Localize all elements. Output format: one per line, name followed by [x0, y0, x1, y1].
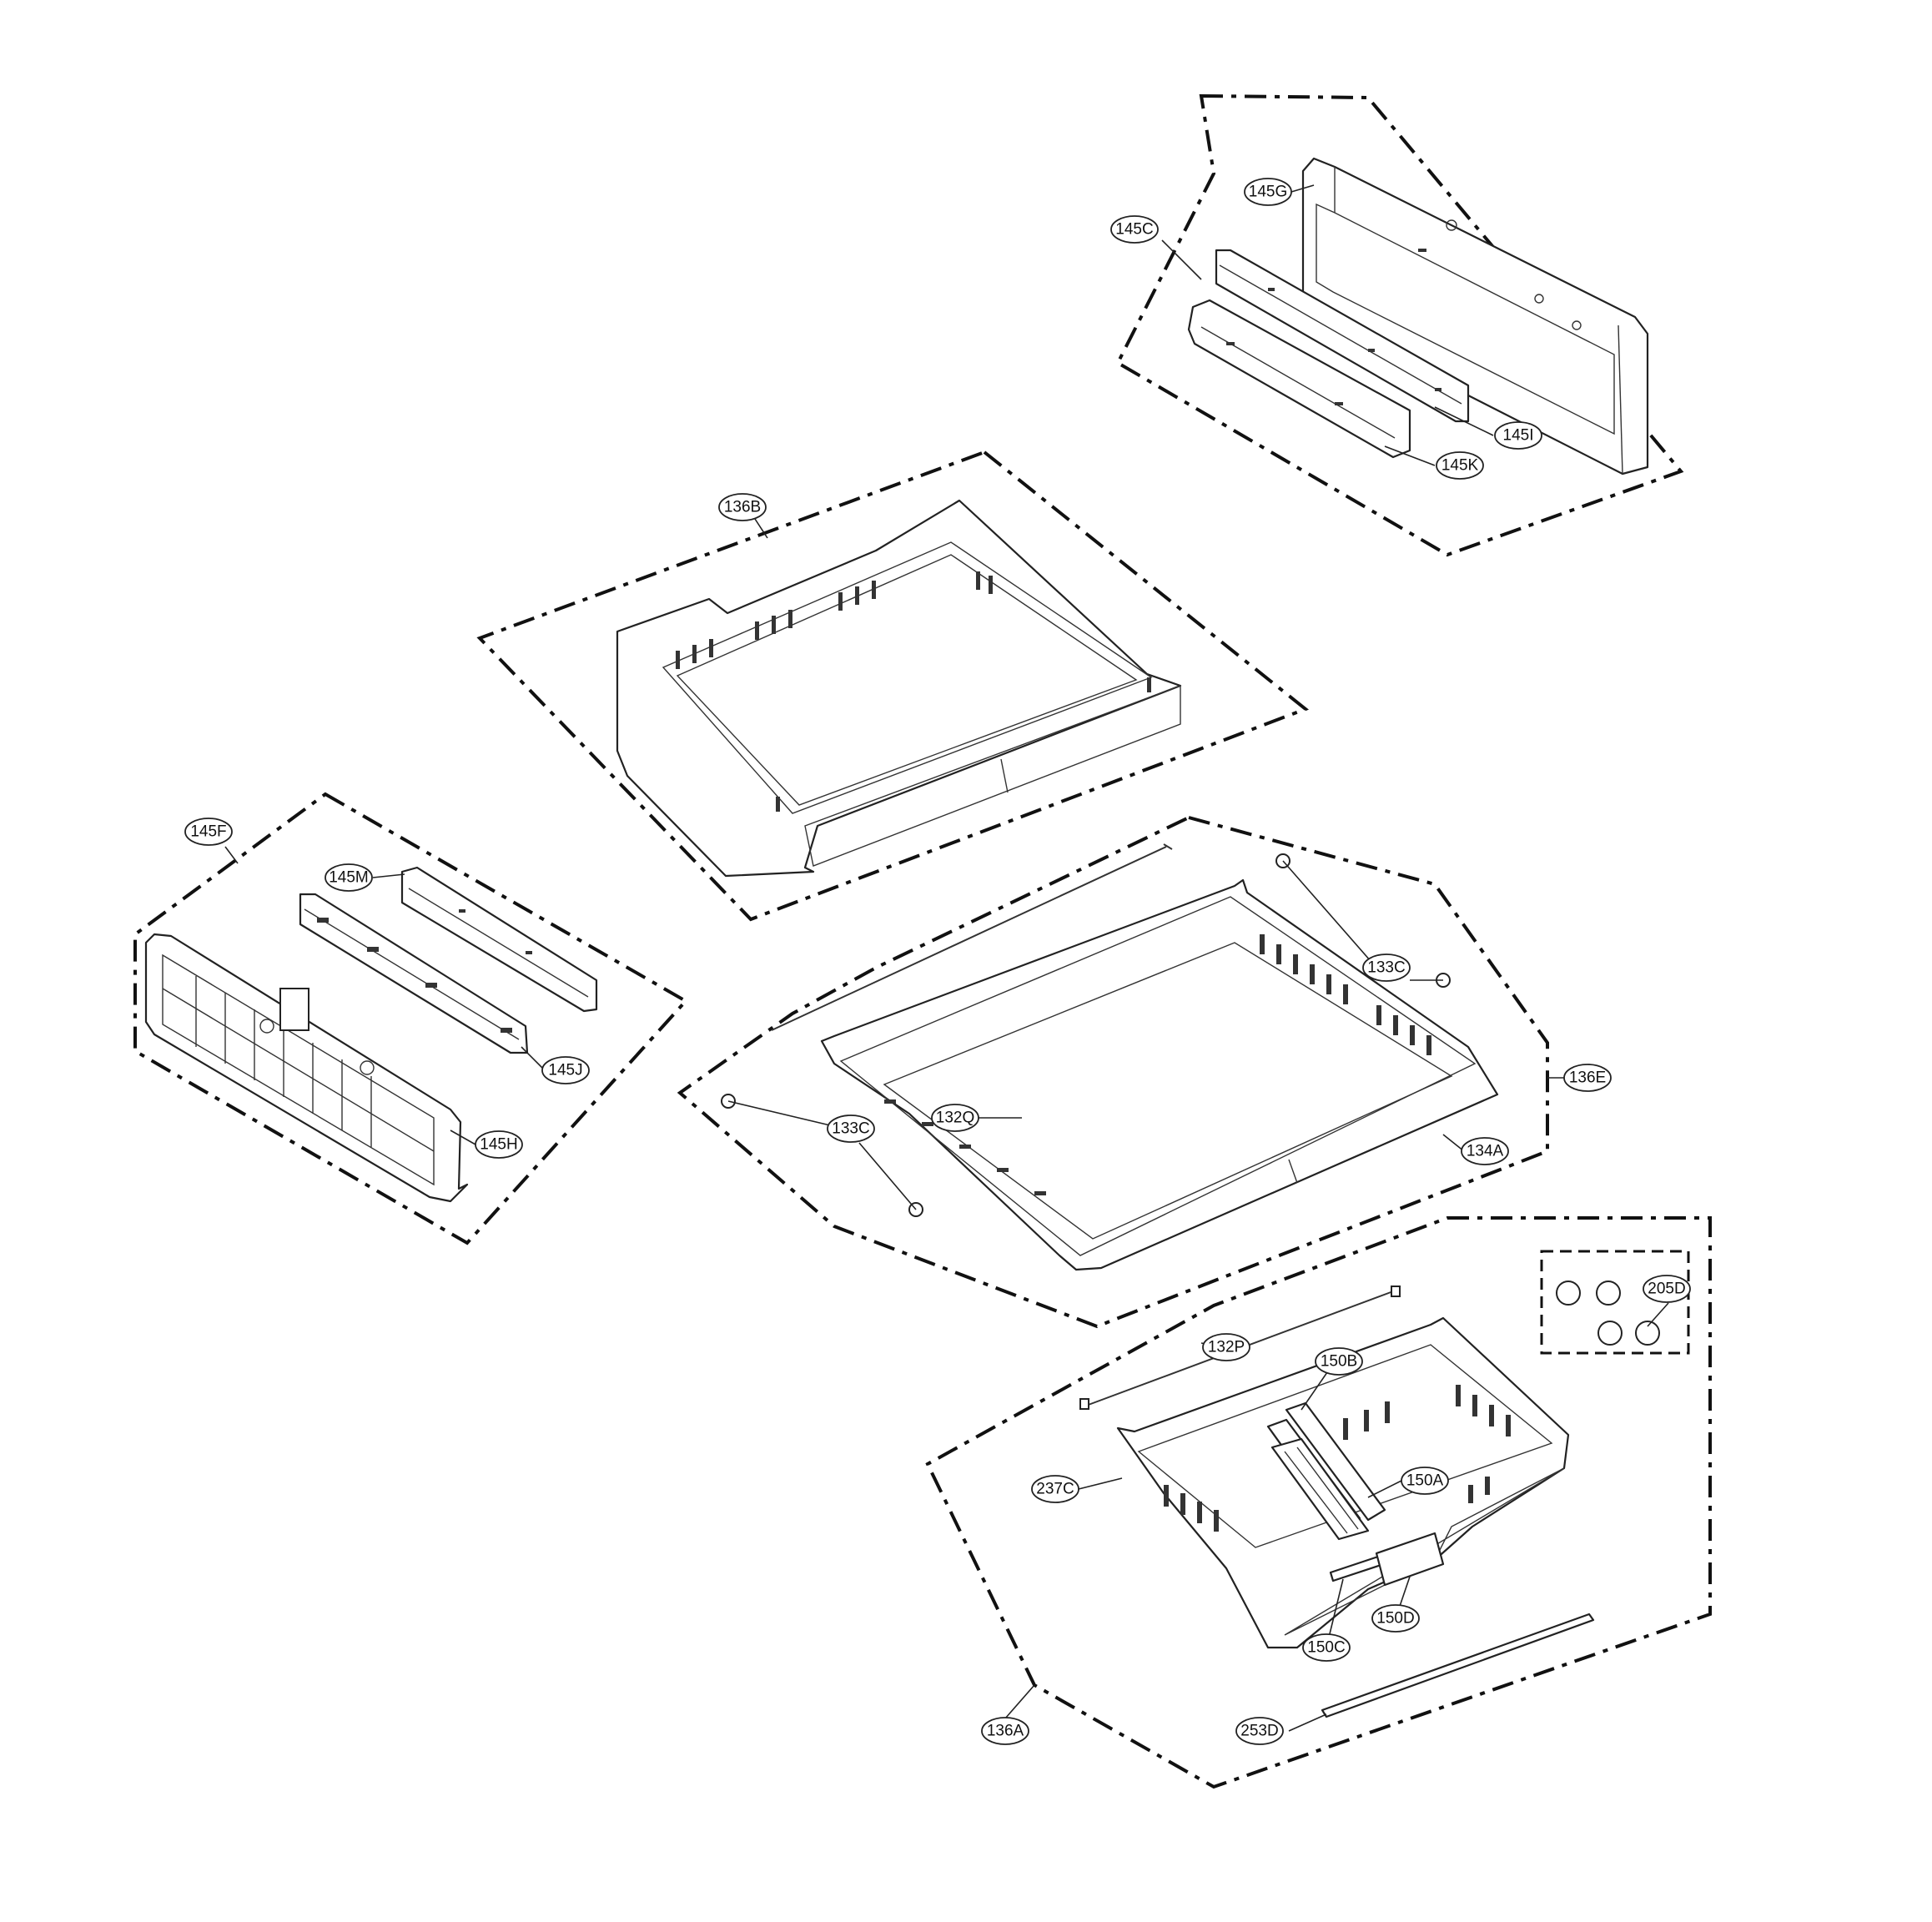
part-132Q-wire — [771, 843, 1173, 1031]
group-boundary-205D — [1540, 1250, 1690, 1355]
leader-lines — [224, 184, 1669, 1732]
callout-label: 133C — [1367, 959, 1405, 977]
part-145H-rail-bracket — [144, 933, 469, 1203]
callout-label: 132Q — [936, 1109, 974, 1127]
group-boundary-136A — [925, 1216, 1712, 1789]
part-145K-rail-guide — [1187, 299, 1411, 459]
callout-label: 150B — [1321, 1353, 1357, 1371]
callout-133C-lower: 133C — [827, 1114, 875, 1143]
group-boundary-136E — [677, 815, 1549, 1329]
callout-132P: 132P — [1202, 1333, 1250, 1361]
callout-136E: 136E — [1563, 1064, 1612, 1092]
callout-label: 132P — [1208, 1339, 1245, 1356]
callout-label: 145H — [480, 1136, 517, 1154]
callout-label: 133C — [832, 1120, 869, 1138]
part-150A-divider-panel — [1270, 1437, 1370, 1541]
callout-label: 205D — [1648, 1280, 1685, 1298]
callout-145M: 145M — [325, 863, 373, 892]
callout-150A: 150A — [1401, 1467, 1449, 1495]
callout-133C-upper: 133C — [1362, 953, 1411, 982]
callout-label: 150A — [1406, 1472, 1444, 1490]
callout-label: 150C — [1307, 1639, 1345, 1657]
group-boundary-136B — [476, 450, 1309, 922]
callout-145H: 145H — [475, 1130, 523, 1159]
callout-label: 237C — [1036, 1481, 1074, 1498]
callout-205D: 205D — [1643, 1275, 1691, 1303]
callout-150D: 150D — [1371, 1604, 1420, 1633]
callout-label: 145K — [1441, 457, 1479, 475]
callout-145G: 145G — [1244, 178, 1292, 206]
callout-145F: 145F — [184, 818, 233, 846]
callout-label: 145G — [1249, 184, 1287, 201]
callout-label: 145M — [329, 869, 369, 887]
part-145G-rail-bracket — [1301, 157, 1649, 475]
part-136B-drawer-tray — [616, 499, 1182, 878]
callout-150B: 150B — [1315, 1347, 1363, 1376]
callout-145I: 145I — [1494, 421, 1542, 450]
slots-136B — [676, 571, 1151, 812]
slots-134A — [884, 934, 1431, 1195]
group-boundary-145C — [1115, 93, 1684, 557]
callout-label: 253D — [1240, 1723, 1278, 1740]
callout-label: 145C — [1115, 221, 1153, 239]
callout-label: 136B — [724, 499, 761, 516]
callout-145K: 145K — [1436, 451, 1484, 480]
callout-145C: 145C — [1110, 215, 1159, 244]
callout-134A: 134A — [1461, 1137, 1509, 1165]
callout-label: 145F — [190, 823, 226, 841]
callout-label: 136E — [1569, 1069, 1606, 1087]
callout-150C: 150C — [1302, 1633, 1351, 1662]
callout-label: 150D — [1376, 1610, 1414, 1628]
callout-136B: 136B — [718, 493, 767, 521]
callout-label: 134A — [1467, 1143, 1504, 1160]
callout-237C: 237C — [1031, 1475, 1079, 1503]
part-145I-slide-rail — [1215, 249, 1470, 423]
callout-label: 145I — [1503, 427, 1534, 445]
callout-136A: 136A — [981, 1717, 1029, 1745]
part-205D-caps — [1556, 1280, 1660, 1346]
part-150D-slider — [1375, 1532, 1445, 1587]
callout-label: 145J — [548, 1062, 582, 1079]
slots-237C — [1164, 1385, 1511, 1532]
callout-253D: 253D — [1235, 1717, 1284, 1745]
callout-label: 136A — [987, 1723, 1024, 1740]
part-145M-rail-guide — [400, 866, 598, 1013]
callout-132Q: 132Q — [931, 1104, 979, 1132]
callout-145J: 145J — [541, 1056, 590, 1084]
part-134A-shelf-tray — [820, 878, 1499, 1271]
